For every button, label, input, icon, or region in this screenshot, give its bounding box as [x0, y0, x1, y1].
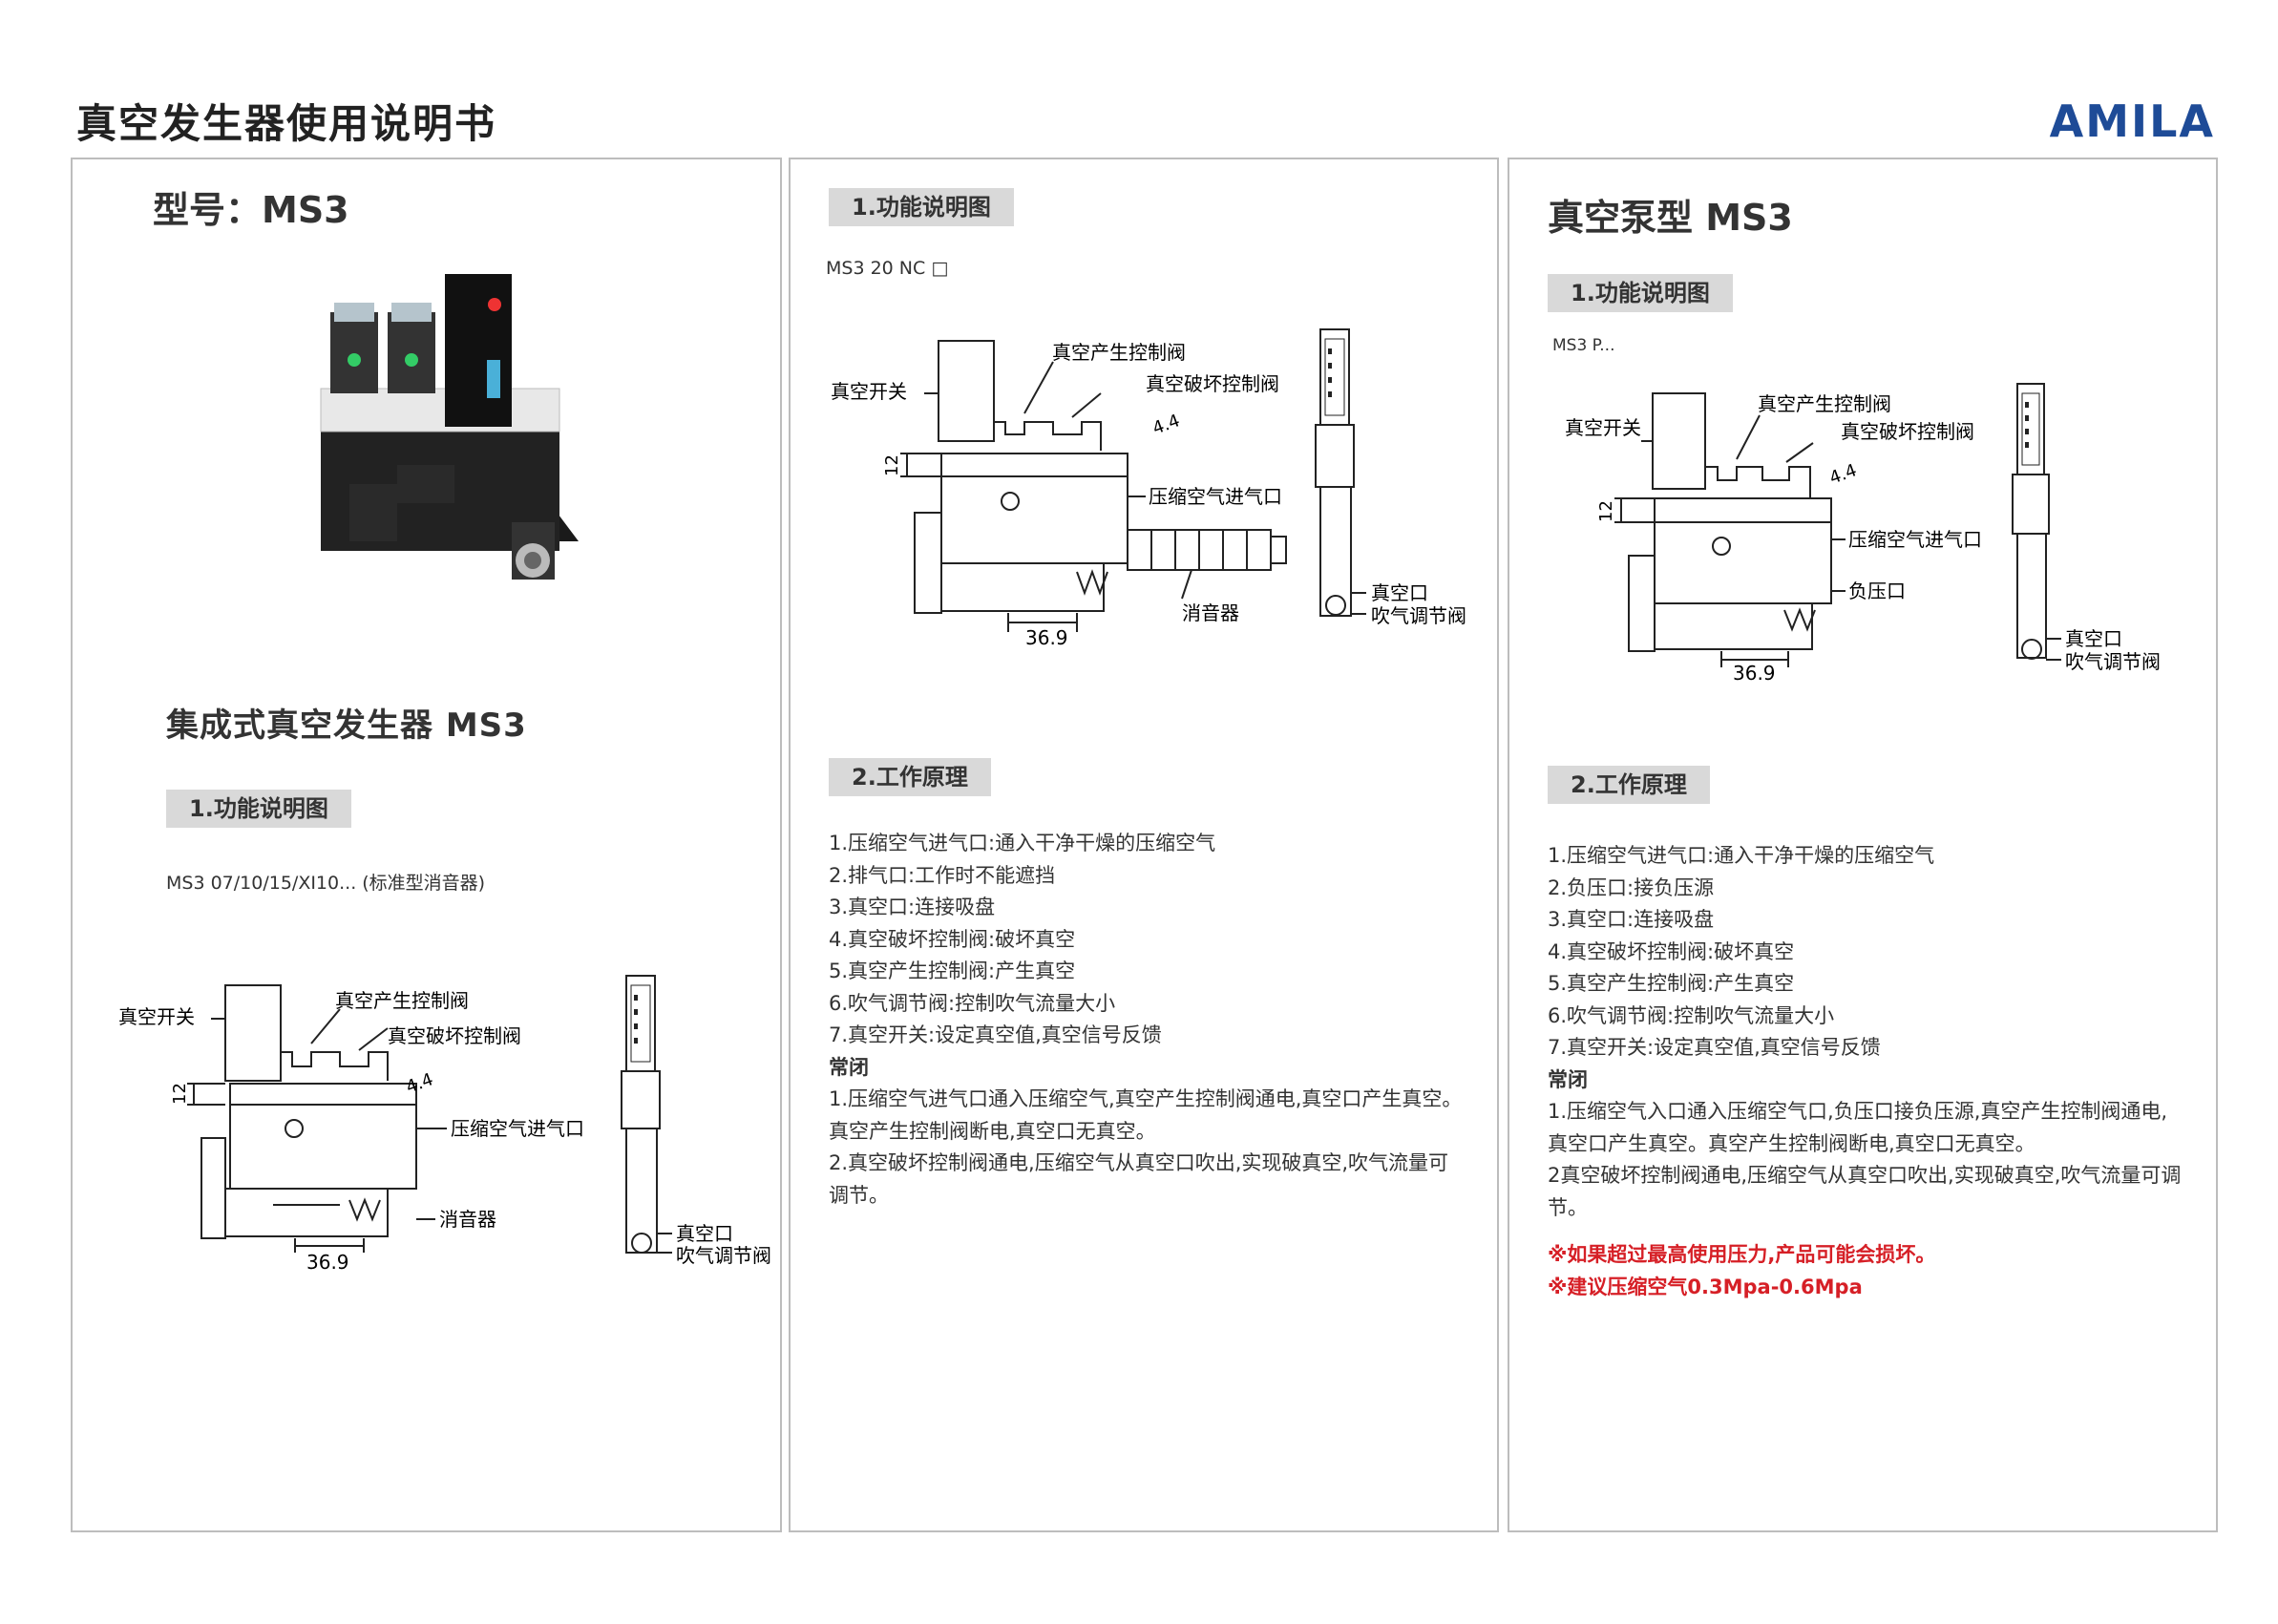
- panel-vacuum-pump-model: 真空泵型 MS3 1.功能说明图 MS3 P...: [1508, 158, 2218, 1532]
- principle-list: 1.压缩空气进气口:通入干净干燥的压缩空气 2.排气口:工作时不能遮挡 3.真空…: [829, 828, 1464, 1212]
- list-item: 4.真空破坏控制阀:破坏真空: [829, 927, 1076, 951]
- dim-height: 12: [882, 454, 902, 476]
- label-vacuum-switch: 真空开关: [831, 380, 907, 403]
- section-function-diagram: 1.功能说明图: [166, 790, 351, 828]
- label-vacuum-port: 真空口: [1371, 581, 1428, 604]
- label-blow-valve: 吹气调节阀: [2065, 650, 2161, 673]
- nc-heading: 常闭: [829, 1055, 869, 1079]
- nc-heading: 常闭: [1548, 1067, 1588, 1091]
- section-working-principle: 2.工作原理: [1548, 766, 1710, 804]
- label-air-inlet: 压缩空气进气口: [451, 1117, 584, 1140]
- model-title: 真空泵型 MS3: [1548, 197, 1793, 239]
- list-item: 2.真空破坏控制阀通电,压缩空气从真空口吹出,实现破真空,吹气流量可调节。: [829, 1151, 1449, 1207]
- list-item: 1.压缩空气进气口:通入干净干燥的压缩空气: [829, 832, 1216, 854]
- label-vacuum-generate-valve: 真空产生控制阀: [335, 989, 469, 1012]
- section-working-principle: 2.工作原理: [829, 758, 991, 796]
- model-code: MS3 20 NC □: [826, 258, 949, 279]
- function-diagram: 真空开关 真空产生控制阀 真空破坏控制阀 压缩空气进气口 消音器 真空口 吹气调…: [118, 975, 771, 1274]
- label-air-inlet: 压缩空气进气口: [1149, 485, 1282, 508]
- warning-recommended: ※建议压缩空气0.3Mpa-0.6Mpa: [1548, 1275, 1863, 1298]
- model-title: 型号：MS3: [153, 189, 349, 231]
- list-item: 2.负压口:接负压源: [1548, 875, 1715, 899]
- label-vacuum-port: 真空口: [676, 1222, 733, 1245]
- model-code: MS3 P...: [1552, 336, 1615, 355]
- list-item: 1.压缩空气入口通入压缩空气口,负压口接负压源,真空产生控制阀通电,真空口产生真…: [1548, 1100, 2168, 1155]
- section-function-diagram: 1.功能说明图: [1548, 274, 1733, 312]
- list-item: 1.压缩空气进气口通入压缩空气,真空产生控制阀通电,真空口产生真空。真空产生控制…: [829, 1087, 1463, 1143]
- dim-diameter: 4.4: [1827, 460, 1860, 489]
- list-item: 1.压缩空气进气口:通入干净干燥的压缩空气: [1548, 844, 1935, 867]
- document-title: 真空发生器使用说明书: [76, 100, 497, 147]
- dim-height: 12: [1596, 500, 1616, 522]
- list-item: 2真空破坏控制阀通电,压缩空气从真空口吹出,实现破真空,吹气流量可调节。: [1548, 1164, 2182, 1219]
- warning-pressure: ※如果超过最高使用压力,产品可能会损坏。: [1548, 1243, 1936, 1266]
- dim-width: 36.9: [1025, 626, 1068, 649]
- list-item: 5.真空产生控制阀:产生真空: [829, 960, 1076, 982]
- dim-height: 12: [170, 1083, 190, 1105]
- label-blow-valve: 吹气调节阀: [676, 1244, 771, 1267]
- list-item: 7.真空开关:设定真空值,真空信号反馈: [1548, 1036, 1881, 1059]
- model-code: MS3 07/10/15/XI10... (标准型消音器): [166, 873, 486, 894]
- function-diagram: 真空开关 真空产生控制阀 真空破坏控制阀 压缩空气进气口 负压口 真空口 吹气调…: [1565, 383, 2161, 685]
- list-item: 5.真空产生控制阀:产生真空: [1548, 972, 1795, 995]
- list-item: 6.吹气调节阀:控制吹气流量大小: [1548, 1003, 1835, 1027]
- dim-diameter: 4.4: [1150, 411, 1183, 439]
- label-negative-pressure-port: 负压口: [1848, 580, 1906, 602]
- dim-width: 36.9: [1733, 662, 1776, 685]
- amila-logo: AMILA: [2049, 95, 2215, 147]
- label-vacuum-break-valve: 真空破坏控制阀: [1841, 420, 1974, 443]
- dim-diameter: 4.4: [404, 1069, 436, 1098]
- list-item: 6.吹气调节阀:控制吹气流量大小: [829, 991, 1116, 1015]
- list-item: 3.真空口:连接吸盘: [829, 896, 996, 918]
- label-vacuum-break-valve: 真空破坏控制阀: [388, 1024, 521, 1047]
- list-item: 3.真空口:连接吸盘: [1548, 908, 1715, 931]
- label-vacuum-break-valve: 真空破坏控制阀: [1146, 372, 1279, 395]
- principle-list: 1.压缩空气进气口:通入干净干燥的压缩空气 2.负压口:接负压源 3.真空口:连…: [1548, 840, 2183, 1303]
- label-vacuum-switch: 真空开关: [118, 1005, 195, 1028]
- function-diagram: 真空开关 真空产生控制阀 真空破坏控制阀 压缩空气进气口 消音器 真空口 吹气调…: [831, 328, 1466, 649]
- product-photo: [320, 274, 579, 580]
- panel-standard-model: 型号：MS3 集成式真空发生器 MS3 1.功能说明图 MS3 07/10/15…: [71, 158, 782, 1532]
- product-name: 集成式真空发生器 MS3: [166, 707, 527, 745]
- label-vacuum-port: 真空口: [2065, 627, 2122, 650]
- label-silencer: 消音器: [1182, 601, 1239, 624]
- panel-nc-model: 1.功能说明图 MS3 20 NC □: [789, 158, 1499, 1532]
- list-item: 7.真空开关:设定真空值,真空信号反馈: [829, 1023, 1162, 1046]
- section-function-diagram: 1.功能说明图: [829, 188, 1014, 226]
- dim-width: 36.9: [306, 1251, 349, 1274]
- label-vacuum-generate-valve: 真空产生控制阀: [1052, 341, 1186, 364]
- list-item: 4.真空破坏控制阀:破坏真空: [1548, 939, 1795, 963]
- label-silencer: 消音器: [439, 1208, 496, 1231]
- label-blow-valve: 吹气调节阀: [1371, 604, 1466, 627]
- label-air-inlet: 压缩空气进气口: [1848, 528, 1982, 551]
- list-item: 2.排气口:工作时不能遮挡: [829, 863, 1056, 887]
- label-vacuum-switch: 真空开关: [1565, 416, 1641, 439]
- label-vacuum-generate-valve: 真空产生控制阀: [1758, 392, 1891, 415]
